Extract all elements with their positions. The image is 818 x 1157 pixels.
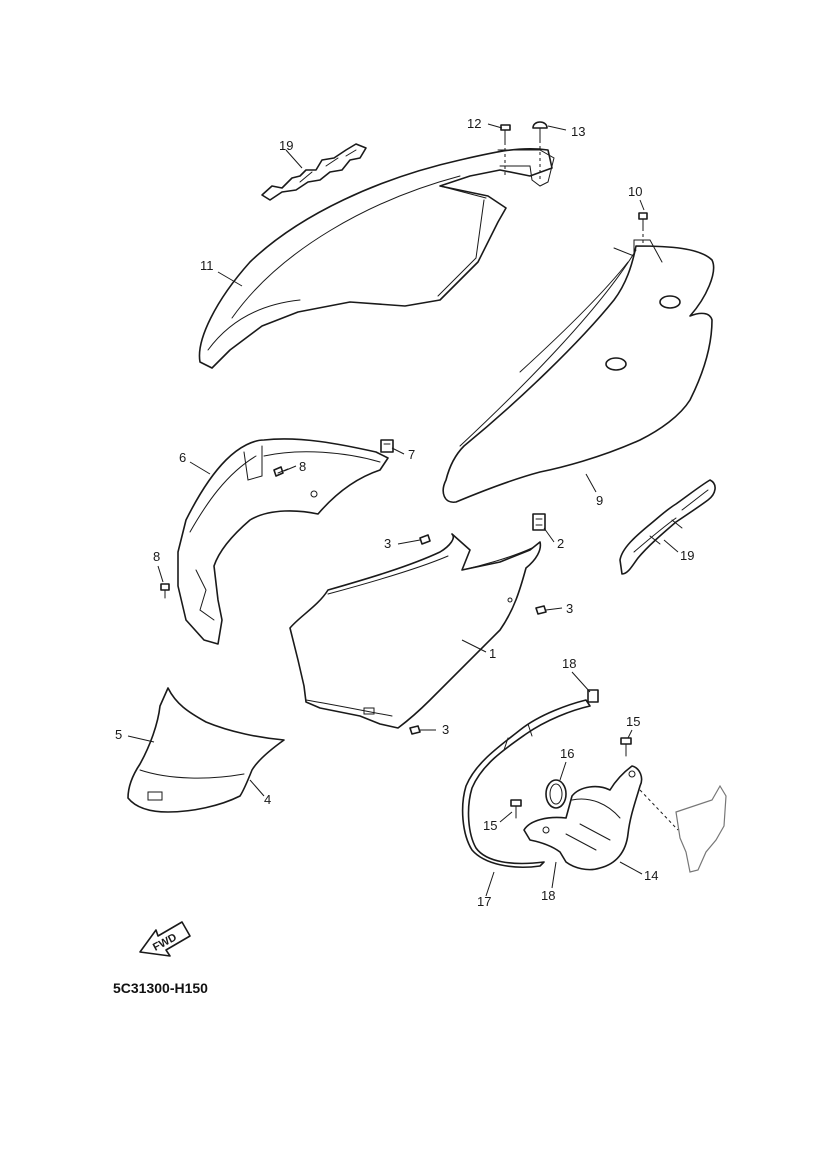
screw-3-top bbox=[419, 534, 431, 545]
screw-3-mid bbox=[535, 605, 547, 615]
callout-15-left: 15 bbox=[483, 818, 497, 833]
clip-2 bbox=[532, 513, 546, 531]
callout-19-right: 19 bbox=[680, 548, 694, 563]
screw-8-upper bbox=[273, 466, 289, 477]
rear-body-cover bbox=[442, 239, 715, 503]
callout-3-bottom: 3 bbox=[442, 722, 449, 737]
callout-2: 2 bbox=[557, 536, 564, 551]
callout-8-lower: 8 bbox=[153, 549, 160, 564]
screw-10 bbox=[638, 212, 648, 246]
callout-15-right: 15 bbox=[626, 714, 640, 729]
callout-16: 16 bbox=[560, 746, 574, 761]
screw-15-left bbox=[510, 799, 522, 819]
callout-11: 11 bbox=[200, 258, 214, 273]
main-side-cover bbox=[289, 533, 542, 729]
callout-4: 4 bbox=[264, 792, 271, 807]
callout-5: 5 bbox=[115, 727, 122, 742]
screw-15-right bbox=[620, 737, 632, 757]
callout-7: 7 bbox=[408, 447, 415, 462]
callout-numbers: 19 11 12 13 10 9 6 7 8 8 3 2 3 1 3 5 4 1… bbox=[115, 116, 694, 909]
inner-cover bbox=[177, 438, 389, 645]
callout-6: 6 bbox=[179, 450, 186, 465]
fitting-18-top bbox=[587, 689, 599, 703]
frame-bracket bbox=[639, 784, 727, 873]
hose-17 bbox=[461, 699, 591, 869]
side-cover-long bbox=[198, 147, 555, 369]
clip-7 bbox=[380, 439, 394, 453]
emblem-upper bbox=[261, 143, 367, 201]
callout-8-upper: 8 bbox=[299, 459, 306, 474]
callout-3-mid: 3 bbox=[566, 601, 573, 616]
screw-8-lower bbox=[160, 583, 170, 599]
callout-18-top: 18 bbox=[562, 656, 576, 671]
callout-12: 12 bbox=[467, 116, 481, 131]
callout-14: 14 bbox=[644, 868, 658, 883]
callout-13: 13 bbox=[571, 124, 585, 139]
cap-16 bbox=[545, 779, 567, 809]
lower-front-cover bbox=[127, 687, 285, 813]
screw-12 bbox=[500, 124, 511, 176]
callout-3-top: 3 bbox=[384, 536, 391, 551]
fwd-arrow-icon: FWD bbox=[139, 921, 191, 957]
reservoir-tank bbox=[523, 765, 643, 871]
callout-1: 1 bbox=[489, 646, 496, 661]
callout-9: 9 bbox=[596, 493, 603, 508]
leader-lines bbox=[127, 123, 679, 897]
callout-17: 17 bbox=[477, 894, 491, 909]
diagram-code: 5C31300-H150 bbox=[113, 980, 208, 996]
emblem-right bbox=[619, 479, 716, 575]
callout-10: 10 bbox=[628, 184, 642, 199]
callout-19-upper: 19 bbox=[279, 138, 293, 153]
screw-3-bottom bbox=[409, 725, 421, 735]
rivet-13 bbox=[532, 121, 548, 180]
callout-18-bottom: 18 bbox=[541, 888, 555, 903]
